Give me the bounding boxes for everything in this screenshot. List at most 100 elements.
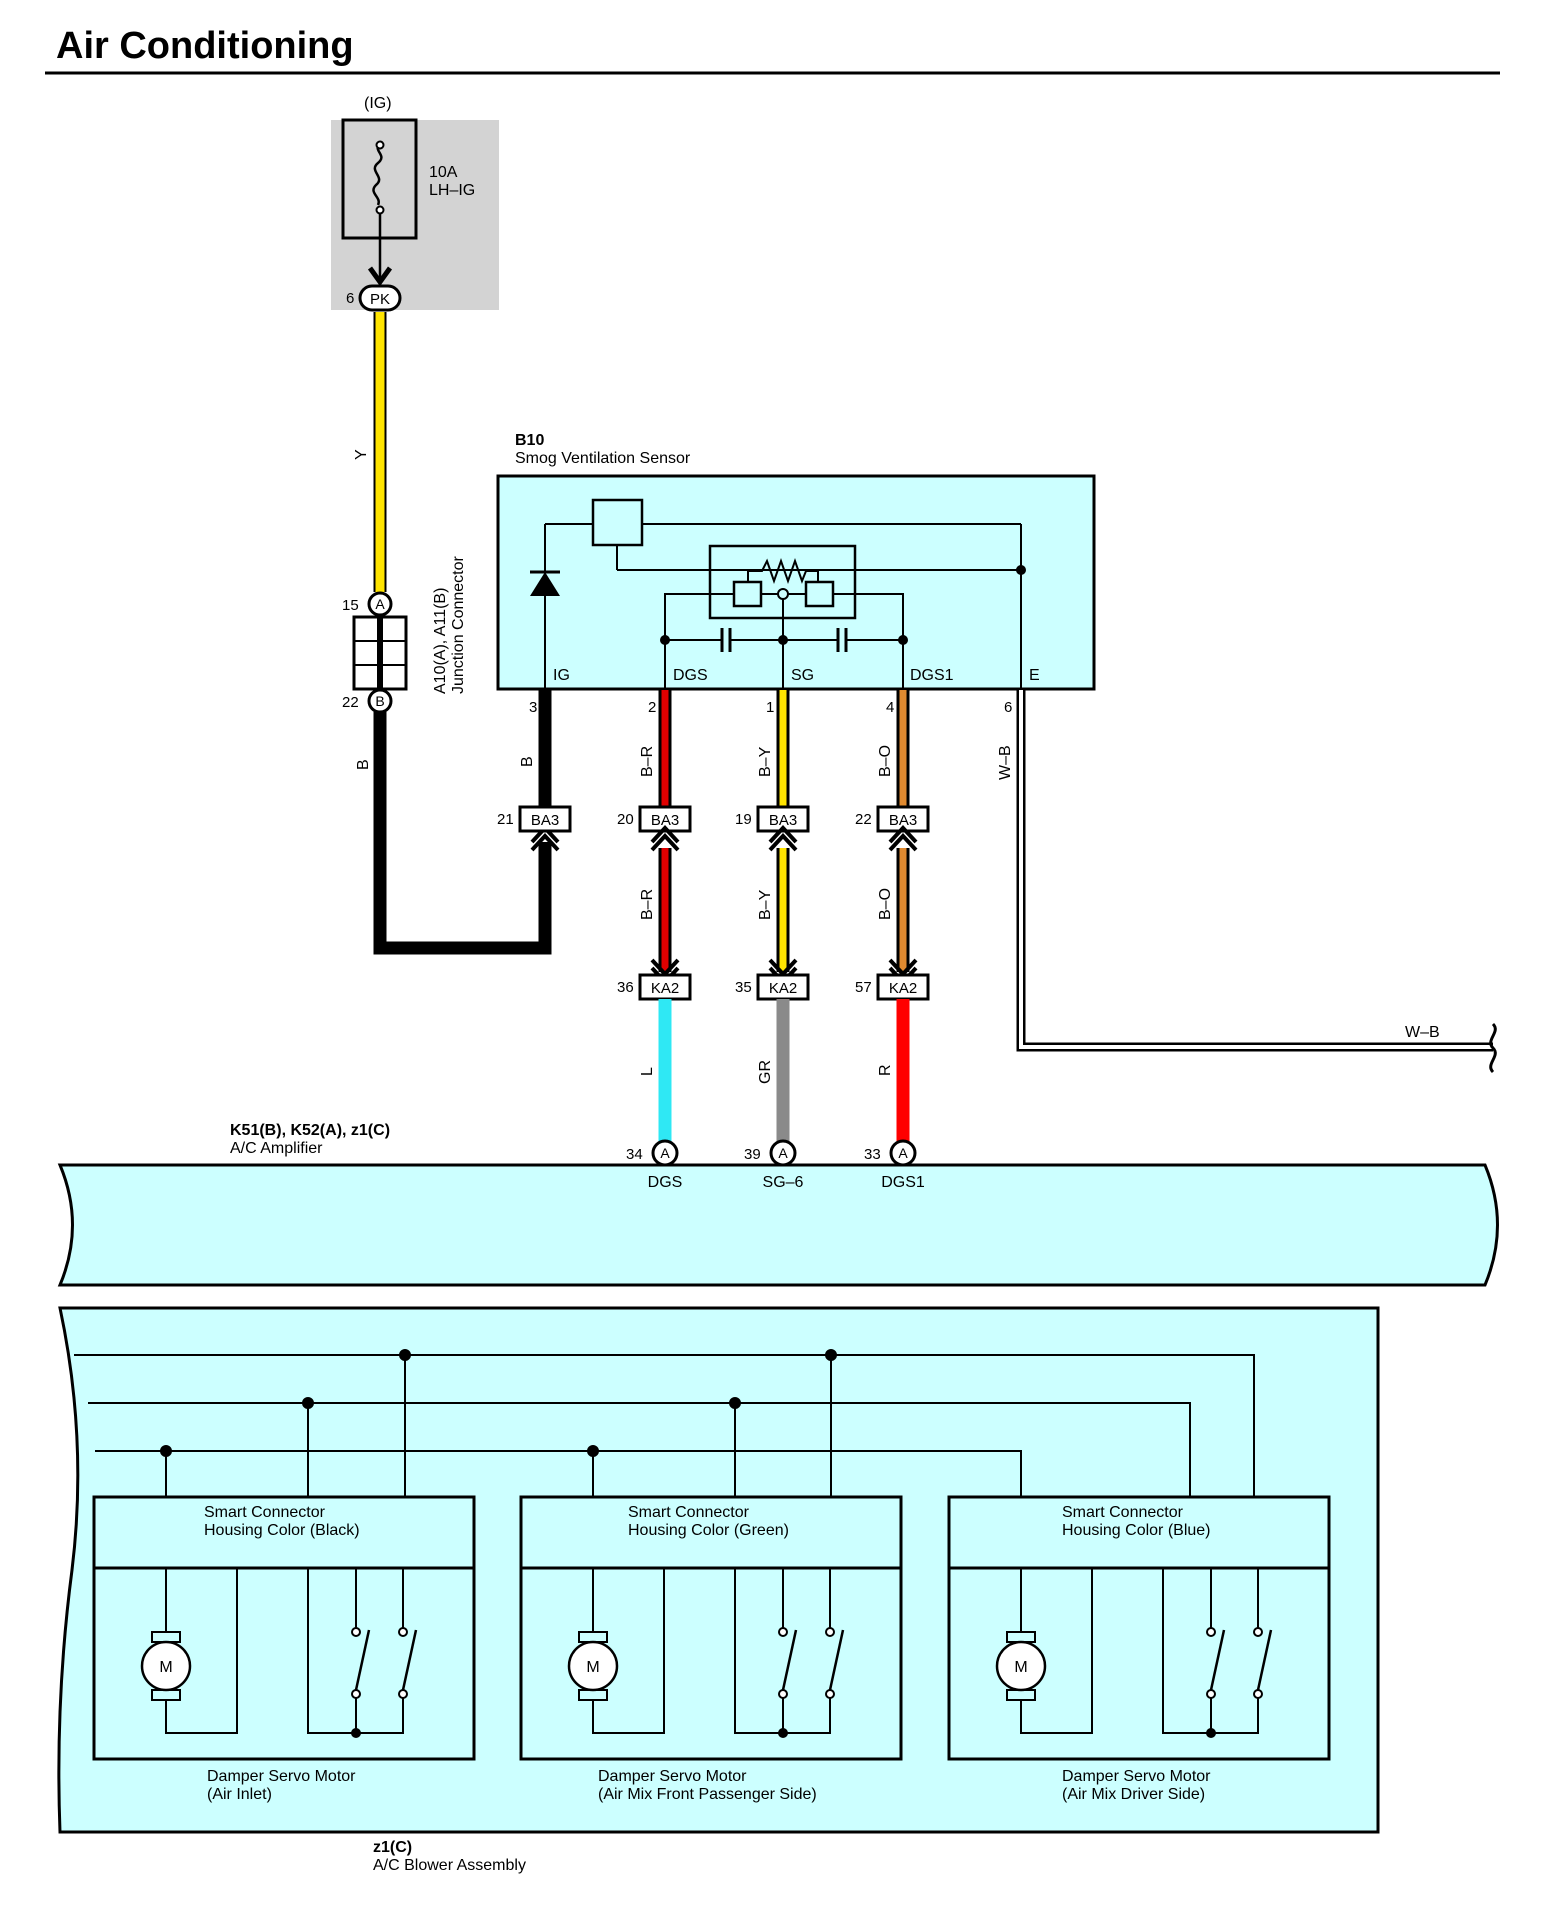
ba3-arrow-icon-3 bbox=[768, 825, 798, 852]
sensing-element-left-icon bbox=[732, 580, 763, 608]
fuse-lh-ig: (IG) 10A LH–IG 6 PK bbox=[331, 95, 499, 312]
junction-pin-b: 22 bbox=[342, 694, 359, 711]
ba3-connector-1 bbox=[518, 805, 572, 833]
page-title: Air Conditioning bbox=[56, 25, 354, 67]
junction-conn-b-label: B bbox=[375, 693, 384, 709]
ka2-pin-3: 57 bbox=[855, 979, 872, 996]
ac-amplifier: K51(B), K52(A), z1(C) A/C Amplifier A A … bbox=[57, 1122, 1499, 1287]
junction-name: Junction Connector bbox=[450, 555, 467, 694]
bus-lines bbox=[74, 1349, 1255, 1497]
switch-icon-2b bbox=[828, 1629, 845, 1691]
ba3-label-1: BA3 bbox=[531, 812, 559, 829]
motor-3-label: M bbox=[1014, 1659, 1027, 1676]
diode-icon bbox=[530, 572, 560, 596]
ac-blower-assembly: z1(C) A/C Blower Assembly Smart Connecto… bbox=[57, 1306, 1380, 1874]
switch-icon-1b bbox=[401, 1629, 418, 1691]
terminal-e: E bbox=[1029, 667, 1040, 684]
module-3-label-line1: Damper Servo Motor bbox=[1062, 1768, 1211, 1785]
amplifier-conn-label-3: A bbox=[898, 1145, 908, 1161]
motor-1-label: M bbox=[159, 1659, 172, 1676]
wire-w-b: W–B W–B bbox=[997, 690, 1497, 1074]
terminal-dgs: DGS bbox=[673, 667, 708, 684]
ka2-label-1: KA2 bbox=[651, 980, 679, 997]
middle-wire-label-1: B–R bbox=[639, 889, 656, 920]
ka2-connector-2 bbox=[756, 973, 810, 1001]
ba3-label-3: BA3 bbox=[769, 812, 797, 829]
middle-wires: B–R B–Y B–O bbox=[639, 825, 918, 985]
upper-wire-label-1: B bbox=[519, 756, 536, 767]
ground-wire-label: W–B bbox=[997, 745, 1014, 780]
wire-y-label: Y bbox=[353, 449, 370, 460]
lower-wire-label-2: GR bbox=[757, 1060, 774, 1084]
fuse-rating: 10A bbox=[429, 164, 458, 181]
module-2-box bbox=[519, 1495, 903, 1761]
junction-conn-a bbox=[367, 591, 393, 617]
junction-code: A10(A), A11(B) bbox=[432, 588, 449, 694]
lower-wires: L GR R bbox=[639, 999, 910, 1141]
fuse-element-icon bbox=[372, 142, 383, 206]
ba3-connector-3 bbox=[756, 805, 810, 833]
ka2-label-3: KA2 bbox=[889, 980, 917, 997]
wire-b-junction-path bbox=[373, 712, 552, 955]
upper-wire-label-3: B–Y bbox=[757, 746, 774, 777]
sensor-pin-dgs: 2 bbox=[648, 699, 656, 716]
module-2-label-line1: Damper Servo Motor bbox=[598, 1768, 747, 1785]
module-2-housing-line1: Smart Connector bbox=[628, 1504, 750, 1521]
motor-icon-3 bbox=[995, 1640, 1047, 1692]
ba3-connectors: BA3 BA3 BA3 BA3 21 20 19 22 bbox=[497, 805, 930, 833]
terminal-sg: SG bbox=[791, 667, 814, 684]
sensor-pin-ig: 3 bbox=[529, 699, 537, 716]
terminal-ig: IG bbox=[553, 667, 570, 684]
pk-connector bbox=[358, 284, 402, 312]
ka2-pin-1: 36 bbox=[617, 979, 634, 996]
ba3-arrow-icon-4 bbox=[888, 825, 918, 852]
sensor-name: Smog Ventilation Sensor bbox=[515, 450, 691, 467]
terminal-dgs1: DGS1 bbox=[910, 667, 954, 684]
wire-b-left-label: B bbox=[355, 759, 372, 770]
module-1-housing-line2: Housing Color (Black) bbox=[204, 1522, 360, 1539]
blower-code: z1(C) bbox=[373, 1839, 412, 1856]
module-1-label-line1: Damper Servo Motor bbox=[207, 1768, 356, 1785]
wire-y: Y bbox=[353, 312, 387, 592]
middle-wire-label-2: B–Y bbox=[757, 889, 774, 920]
amplifier-conn-label-1: A bbox=[660, 1145, 670, 1161]
upper-wire-label-2: B–R bbox=[639, 746, 656, 777]
amplifier-body bbox=[57, 1163, 1499, 1287]
module-2-label-line2: (Air Mix Front Passenger Side) bbox=[598, 1786, 817, 1803]
servo-module-air-mix-driver: Smart Connector Housing Color (Blue) M D… bbox=[947, 1495, 1331, 1803]
module-1-box bbox=[92, 1495, 476, 1761]
wire-w-b-fill bbox=[1019, 690, 1493, 1049]
ground-wire-label-right: W–B bbox=[1405, 1024, 1440, 1041]
motor-icon-1 bbox=[140, 1640, 192, 1692]
ka2-connectors: KA2 KA2 KA2 36 35 57 bbox=[617, 973, 930, 1001]
junction-pin-a: 15 bbox=[342, 597, 359, 614]
fuse-arrow-icon bbox=[367, 266, 393, 287]
module-2-housing-line2: Housing Color (Green) bbox=[628, 1522, 789, 1539]
fuse-pin: 6 bbox=[346, 290, 354, 307]
upper-wires: B B–R B–Y B–O bbox=[519, 690, 910, 807]
switch-icon-3b bbox=[1256, 1629, 1273, 1691]
ba3-label-2: BA3 bbox=[651, 812, 679, 829]
motor-2-label: M bbox=[586, 1659, 599, 1676]
servo-module-air-inlet: Smart Connector Housing Color (Black) M … bbox=[92, 1495, 476, 1803]
module-1-label-line2: (Air Inlet) bbox=[207, 1786, 272, 1803]
ka2-label-2: KA2 bbox=[769, 980, 797, 997]
ba3-pin-4: 22 bbox=[855, 811, 872, 828]
junction-conn-a-label: A bbox=[375, 596, 385, 612]
amplifier-conn-1 bbox=[651, 1139, 679, 1167]
fuse-name: LH–IG bbox=[429, 182, 475, 199]
middle-wire-label-3: B–O bbox=[877, 888, 894, 920]
module-1-housing-line1: Smart Connector bbox=[204, 1504, 326, 1521]
switch-icon-1a bbox=[354, 1629, 371, 1691]
ba3-pin-2: 20 bbox=[617, 811, 634, 828]
ba3-label-4: BA3 bbox=[889, 812, 917, 829]
sensor-pin-dgs1: 4 bbox=[886, 699, 894, 716]
amplifier-terminal-dgs1: DGS1 bbox=[881, 1174, 925, 1191]
sensor-pin-sg: 1 bbox=[766, 699, 774, 716]
switch-icon-3a bbox=[1209, 1629, 1226, 1691]
sensor-pin-e: 6 bbox=[1004, 699, 1012, 716]
pk-connector-label: PK bbox=[370, 291, 390, 308]
switch-icon-2a bbox=[781, 1629, 798, 1691]
blower-name: A/C Blower Assembly bbox=[373, 1857, 526, 1874]
